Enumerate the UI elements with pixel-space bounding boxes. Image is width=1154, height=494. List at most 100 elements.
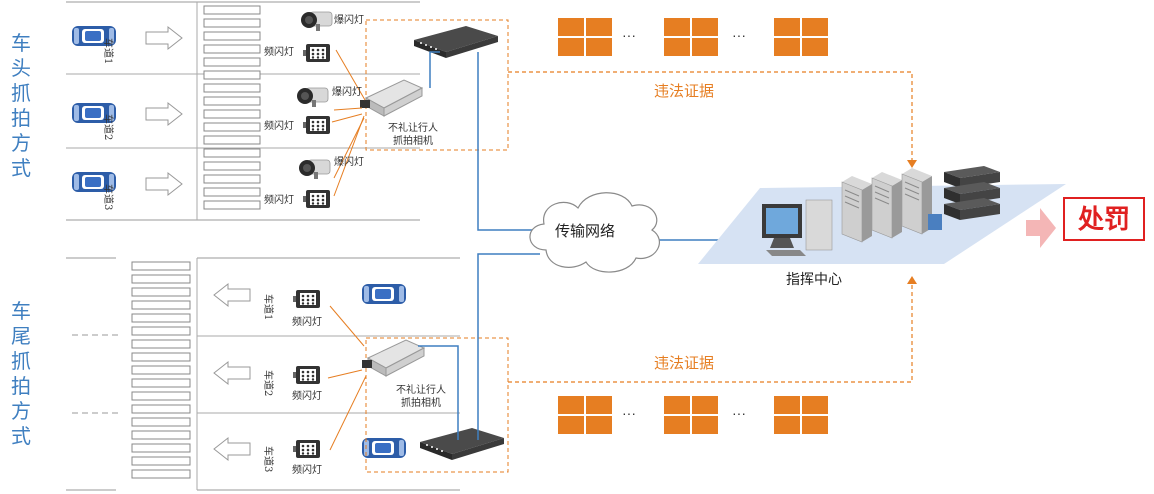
crosswalk-stripe (203, 187, 261, 197)
lane-label-bottom-2: 车道2 (262, 370, 273, 397)
evidence-flow-lines (508, 71, 913, 383)
crosswalk-stripe (203, 122, 261, 132)
crosswalk-stripe (131, 430, 191, 440)
crosswalk-stripe (131, 261, 191, 271)
terminal-icon (928, 214, 942, 230)
crosswalk-stripe (203, 57, 261, 67)
burst-label-2: 爆闪灯 (332, 87, 362, 98)
burst-light-1 (300, 11, 333, 32)
crosswalk-stripe (203, 5, 261, 15)
crosswalk-stripe (131, 469, 191, 479)
bottom-network-switch (420, 428, 504, 460)
lane-label-top-3: 车道3 (102, 184, 113, 211)
direction-arrow-5 (213, 361, 251, 385)
bottom-camera-label: 不礼让行人抓拍相机 (396, 385, 446, 409)
strobe-light-1 (303, 44, 330, 62)
crosswalk-stripe (203, 31, 261, 41)
lane-label-bottom-1: 车道1 (262, 294, 273, 321)
crosswalk-stripe (131, 287, 191, 297)
evidence-wall-bottom (558, 396, 828, 434)
ellipsis-top-1: ··· (622, 27, 636, 43)
flash-label-2: 频闪灯 (264, 121, 294, 132)
car-tail-1 (362, 284, 406, 304)
strobe-light-5 (293, 366, 320, 384)
strobe-light-3 (303, 190, 330, 208)
penalty-box: 处罚 (1063, 197, 1145, 241)
top-capture-camera (359, 79, 423, 117)
evidence-wall-top (558, 18, 828, 56)
direction-arrow-6 (213, 437, 251, 461)
head-capture-road (66, 1, 420, 221)
bottom-capture-camera (361, 339, 425, 377)
burst-light-3 (298, 159, 331, 180)
top-equipment-box (365, 19, 509, 151)
lane-label-top-1: 车道1 (102, 38, 113, 65)
crosswalk-stripe (131, 326, 191, 336)
network-label: 传输网络 (555, 223, 616, 240)
crosswalk-stripe (131, 365, 191, 375)
lane-label-bottom-3: 车道3 (262, 446, 273, 473)
burst-label-3: 爆闪灯 (334, 157, 364, 168)
burst-light-2 (296, 87, 329, 108)
crosswalk-bottom (131, 261, 191, 479)
network-cloud (529, 192, 661, 273)
lane-label-top-2: 车道2 (102, 114, 113, 141)
crosswalk-stripe (131, 456, 191, 466)
flash-label-5: 频闪灯 (292, 391, 322, 402)
direction-arrow-1 (145, 26, 183, 50)
crosswalk-stripe (131, 404, 191, 414)
crosswalk-stripe (131, 443, 191, 453)
strobe-light-4 (293, 290, 320, 308)
crosswalk-stripe (131, 274, 191, 284)
evidence-label-bottom: 违法证据 (654, 355, 715, 372)
crosswalk-stripe (203, 148, 261, 158)
penalty-arrow-icon (1026, 208, 1056, 248)
crosswalk-stripe (203, 174, 261, 184)
crosswalk-top (203, 5, 261, 210)
monitor-icon (762, 199, 833, 256)
server-2 (871, 171, 903, 239)
crosswalk-stripe (203, 83, 261, 93)
top-camera-label: 不礼让行人抓拍相机 (388, 123, 438, 147)
crosswalk-stripe (203, 200, 261, 210)
top-trigger-lines (331, 49, 366, 197)
direction-arrow-3 (145, 172, 183, 196)
direction-arrow-2 (145, 102, 183, 126)
server-1 (841, 175, 873, 243)
head-capture-title: 车头抓 拍方式 (11, 33, 31, 180)
evidence-label-top: 违法证据 (654, 83, 715, 100)
crosswalk-stripe (131, 391, 191, 401)
crosswalk-stripe (131, 339, 191, 349)
burst-label-1: 爆闪灯 (334, 15, 364, 26)
bottom-trigger-lines (327, 305, 367, 451)
crosswalk-stripe (203, 109, 261, 119)
crosswalk-stripe (203, 70, 261, 80)
ellipsis-top-2: ··· (732, 27, 746, 43)
tail-capture-title: 车尾抓 拍方式 (11, 301, 31, 448)
crosswalk-stripe (131, 378, 191, 388)
tail-capture-road (66, 257, 460, 491)
bottom-equipment-box (365, 337, 509, 473)
ellipsis-bottom-1: ··· (622, 405, 636, 421)
server-3 (901, 167, 933, 235)
flash-label-6: 频闪灯 (292, 465, 322, 476)
strobe-light-2 (303, 116, 330, 134)
crosswalk-stripe (203, 161, 261, 171)
flash-label-3: 频闪灯 (264, 195, 294, 206)
crosswalk-stripe (203, 96, 261, 106)
flash-label-1: 频闪灯 (264, 47, 294, 58)
direction-arrow-4 (213, 283, 251, 307)
command-center-label: 指挥中心 (786, 271, 842, 287)
flash-label-4: 频闪灯 (292, 317, 322, 328)
top-network-switch (414, 26, 498, 58)
crosswalk-stripe (131, 300, 191, 310)
crosswalk-stripe (203, 18, 261, 28)
strobe-light-6 (293, 440, 320, 458)
crosswalk-stripe (131, 313, 191, 323)
ellipsis-bottom-2: ··· (732, 405, 746, 421)
car-tail-3 (362, 438, 406, 458)
crosswalk-stripe (131, 417, 191, 427)
crosswalk-stripe (203, 135, 261, 145)
crosswalk-stripe (203, 44, 261, 54)
